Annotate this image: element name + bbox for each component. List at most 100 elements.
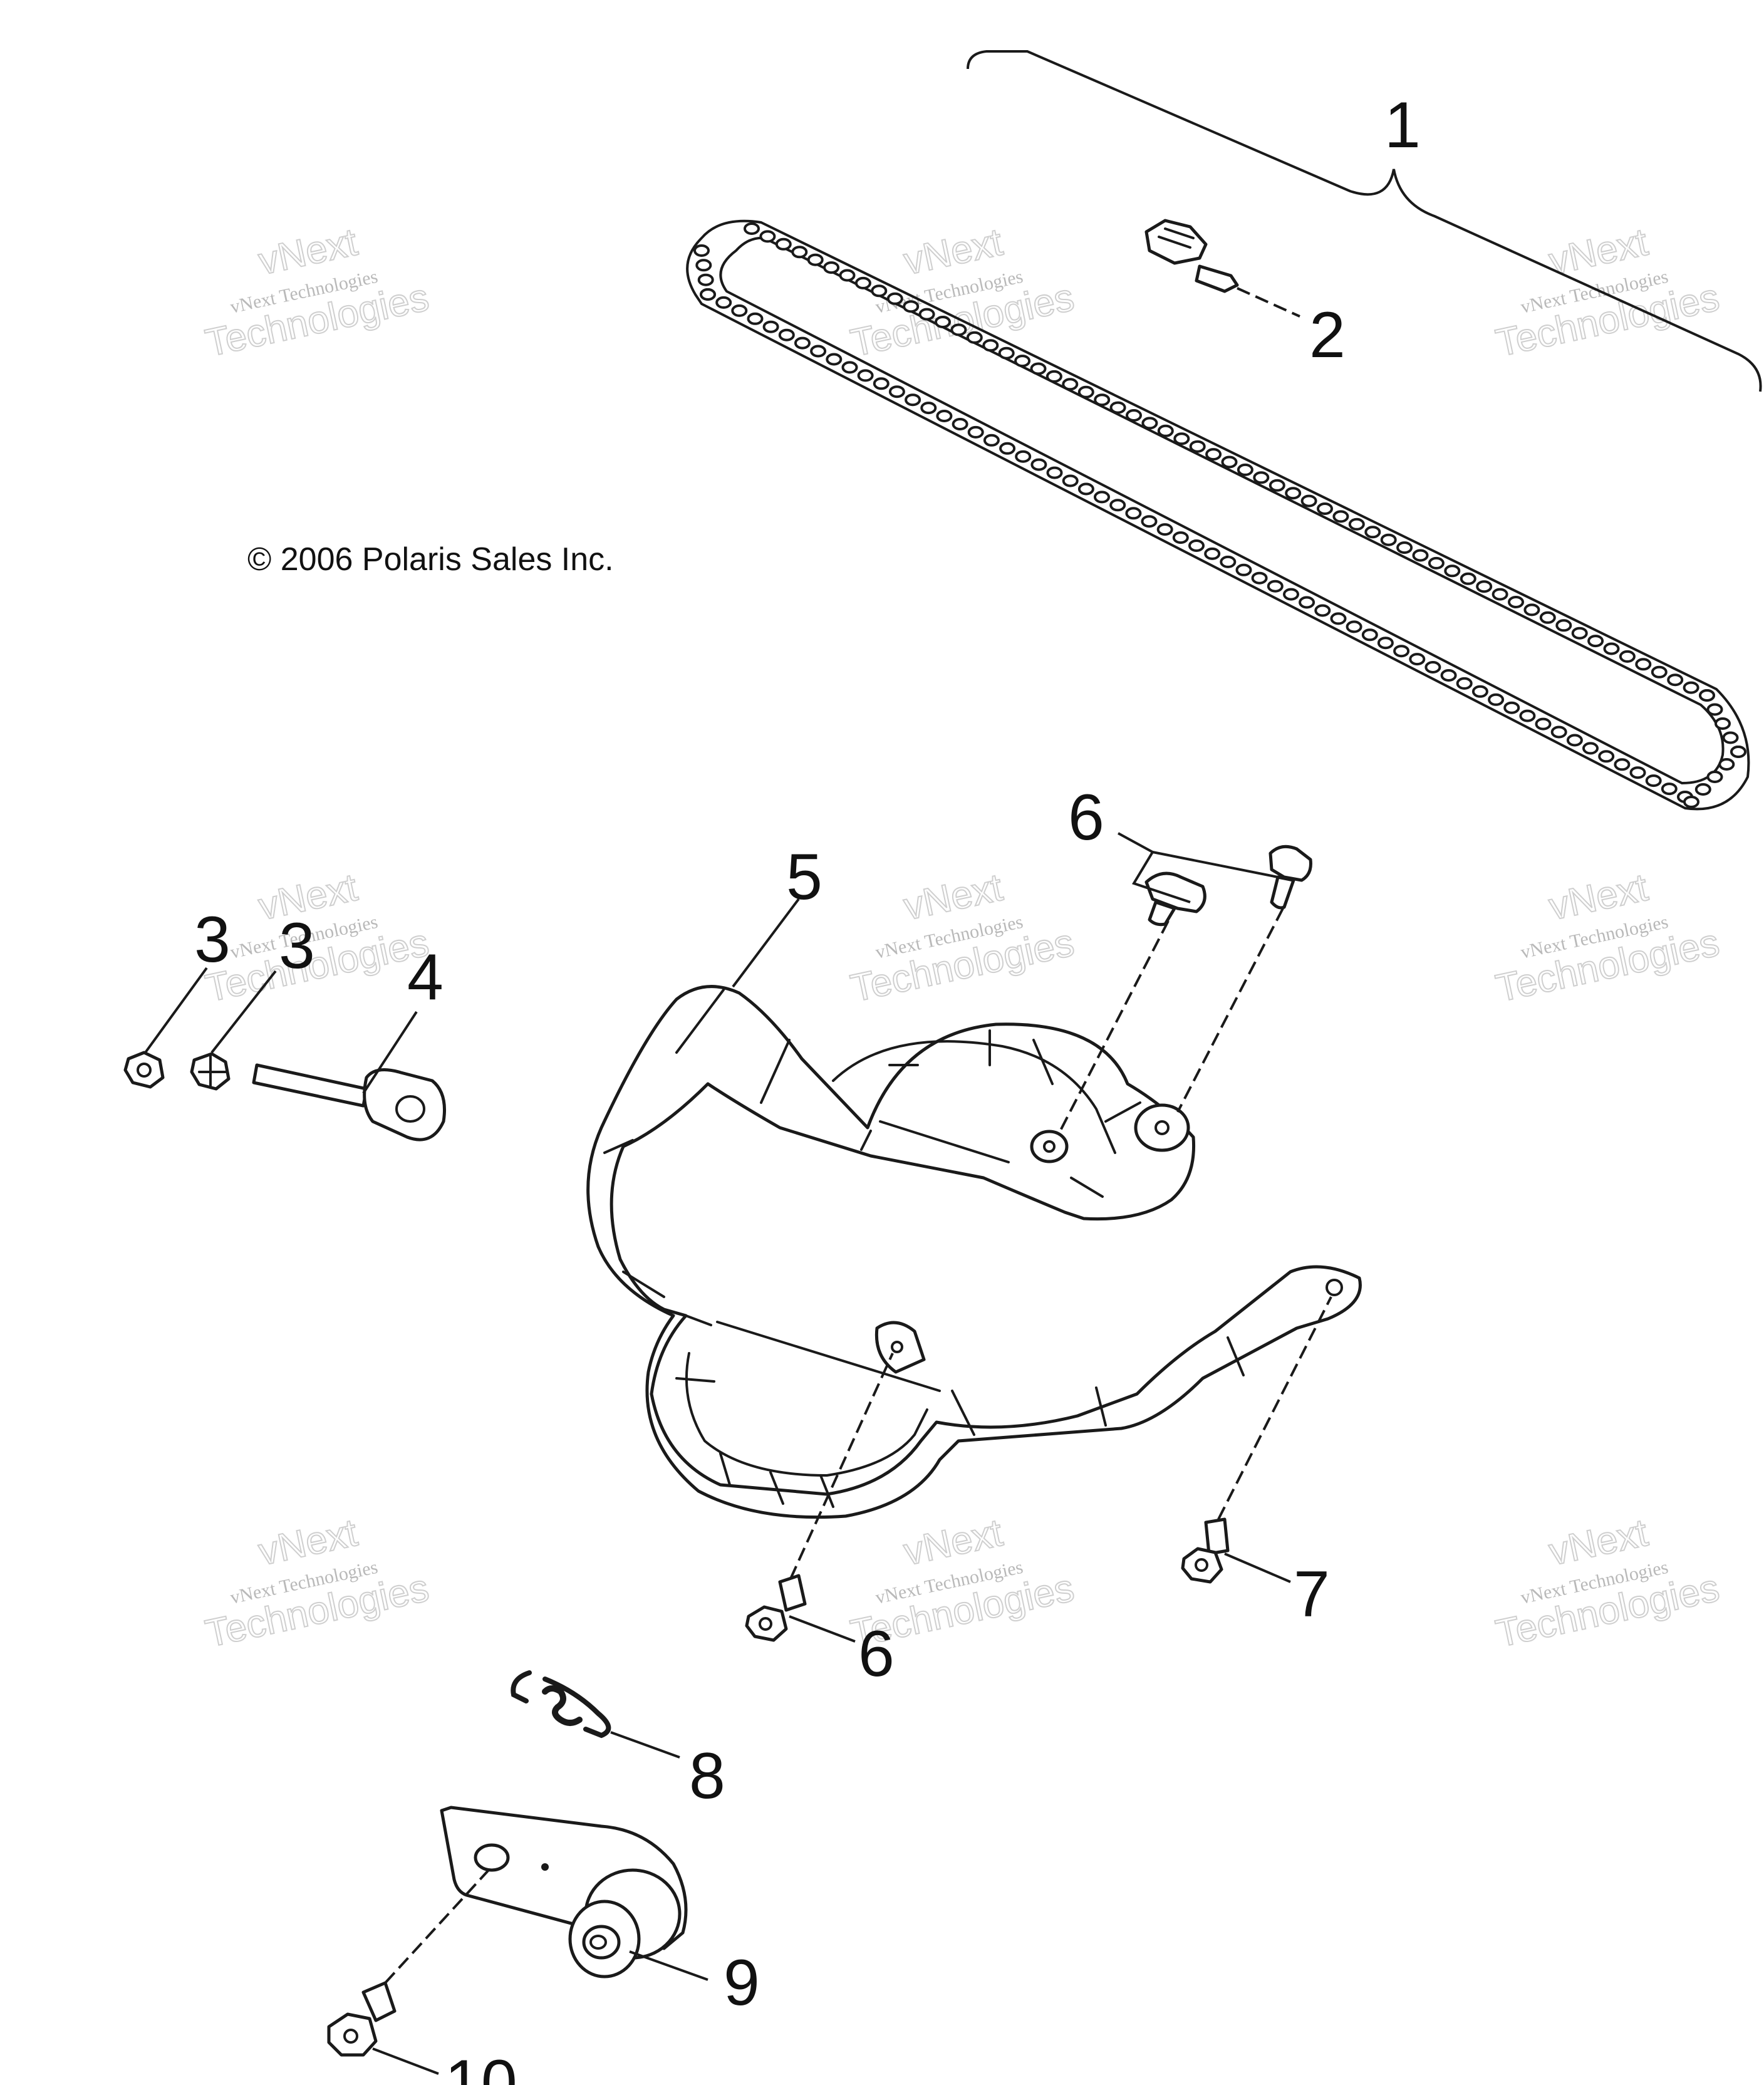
chain-link bbox=[886, 292, 903, 305]
chain-link bbox=[1283, 588, 1299, 601]
chain-link bbox=[1645, 774, 1662, 788]
chain-link bbox=[1314, 604, 1331, 617]
chain-link bbox=[1045, 370, 1062, 383]
chain-link bbox=[1030, 458, 1047, 471]
chain-link bbox=[1492, 588, 1508, 601]
drive-chain bbox=[686, 219, 1750, 811]
leader-3a bbox=[144, 967, 208, 1054]
chain-link bbox=[1332, 510, 1349, 523]
bolt-10 bbox=[327, 1981, 397, 2057]
chain-link bbox=[1317, 502, 1333, 515]
chain-link bbox=[1460, 572, 1476, 585]
chain-link bbox=[1440, 669, 1457, 682]
chain-link bbox=[1635, 658, 1652, 671]
watermark-r1c1: vNext vNext Technologies Technologies bbox=[201, 220, 433, 366]
chain-link bbox=[1428, 556, 1445, 569]
chain-link bbox=[1396, 541, 1413, 554]
chain-link bbox=[936, 410, 953, 422]
chain-link bbox=[775, 237, 792, 251]
chain-link bbox=[1125, 507, 1142, 520]
chain-link bbox=[1237, 463, 1253, 476]
callout-10: 10 bbox=[445, 2047, 517, 2085]
chain-link bbox=[1109, 401, 1126, 414]
chain-link bbox=[1508, 596, 1524, 608]
chain-link bbox=[920, 402, 937, 415]
chain-link bbox=[731, 304, 748, 317]
chain-link bbox=[1300, 494, 1317, 507]
chain-link bbox=[1456, 677, 1473, 690]
nut-left bbox=[123, 1051, 165, 1089]
chain-link bbox=[1409, 653, 1426, 666]
chain-link bbox=[1380, 533, 1397, 546]
chain-link bbox=[854, 276, 871, 289]
chain-link bbox=[791, 246, 808, 259]
chain-link bbox=[1156, 523, 1173, 536]
chain-link bbox=[1172, 531, 1189, 544]
chain-link bbox=[1412, 549, 1429, 562]
chain-link bbox=[1661, 783, 1678, 796]
chain-link bbox=[1476, 580, 1493, 593]
callout-6-top: 6 bbox=[1068, 781, 1104, 854]
chain-link bbox=[1220, 555, 1237, 568]
chain-link bbox=[1030, 362, 1047, 375]
chain-link bbox=[1730, 746, 1746, 758]
chain-link bbox=[1299, 596, 1315, 609]
chain-link bbox=[950, 323, 967, 336]
chain-link bbox=[1603, 642, 1620, 655]
chain-link bbox=[1706, 703, 1723, 716]
chain-link bbox=[1015, 450, 1032, 463]
chain-link bbox=[903, 300, 920, 313]
chain-link bbox=[1523, 603, 1540, 616]
chain-link bbox=[1699, 689, 1715, 702]
chain-link bbox=[839, 269, 856, 282]
chain-link bbox=[1109, 499, 1126, 512]
chain-link bbox=[999, 442, 1016, 455]
callout-3b: 3 bbox=[279, 910, 315, 982]
chain-link bbox=[1715, 717, 1731, 730]
chain-link bbox=[1157, 424, 1174, 437]
chain-link bbox=[952, 418, 968, 430]
watermark-r1c3: vNext vNext Technologies Technologies bbox=[1492, 220, 1723, 366]
chain-link bbox=[1221, 455, 1238, 469]
watermark-r3c1: vNext vNext Technologies Technologies bbox=[201, 1510, 433, 1656]
chain-link bbox=[1444, 564, 1461, 578]
chain-link bbox=[857, 369, 874, 382]
chain-link bbox=[794, 336, 811, 350]
chain-link bbox=[1488, 693, 1505, 706]
chain-link bbox=[1571, 627, 1588, 640]
bolt-6-bottom bbox=[745, 1574, 807, 1642]
chain-link bbox=[1285, 487, 1302, 500]
chain-link bbox=[1269, 479, 1285, 492]
chain-link bbox=[1173, 432, 1190, 445]
chain-link bbox=[810, 345, 827, 358]
chain-link bbox=[1722, 731, 1739, 744]
chain-link bbox=[762, 320, 779, 333]
leader-6-bottom-to-bracket bbox=[789, 1353, 894, 1579]
callout-4: 4 bbox=[407, 941, 444, 1014]
chain-link bbox=[715, 296, 732, 309]
chain-link bbox=[1471, 685, 1488, 698]
chain-link bbox=[759, 230, 776, 243]
chain-link bbox=[778, 328, 795, 341]
chain-link bbox=[695, 259, 712, 272]
adjuster-bolt bbox=[252, 1063, 447, 1141]
callout-7: 7 bbox=[1294, 1558, 1330, 1631]
watermark-r2c2: vNext vNext Technologies Technologies bbox=[846, 865, 1078, 1011]
leader-7 bbox=[1224, 1552, 1291, 1583]
chain-link bbox=[1188, 539, 1205, 552]
nut-right bbox=[190, 1052, 231, 1091]
spring bbox=[511, 1670, 611, 1739]
chain-guard-bracket bbox=[586, 985, 1362, 1519]
callout-9: 9 bbox=[724, 1947, 760, 2019]
chain-link bbox=[700, 288, 716, 301]
chain-link bbox=[823, 261, 840, 274]
chain-link bbox=[1330, 612, 1347, 625]
chain-link bbox=[744, 222, 760, 235]
chain-link bbox=[1651, 665, 1668, 679]
chain-link bbox=[1346, 620, 1362, 633]
chain-link bbox=[998, 346, 1015, 360]
chain-link bbox=[1619, 650, 1636, 663]
chain-link bbox=[967, 425, 984, 439]
chain-link bbox=[871, 284, 888, 298]
chain-link-group bbox=[693, 222, 1746, 808]
